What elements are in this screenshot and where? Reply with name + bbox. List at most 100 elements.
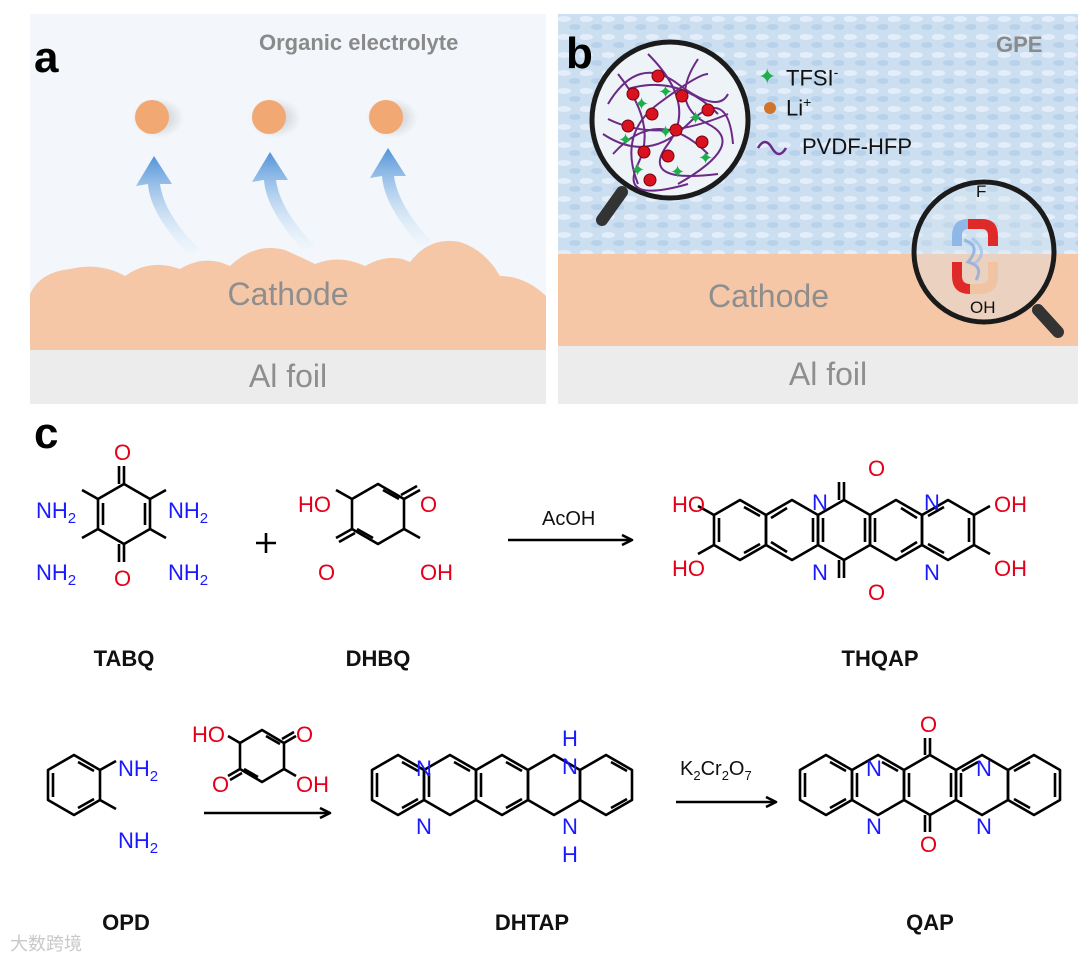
atom-nh2: NH2 bbox=[168, 498, 208, 527]
atom-n: N bbox=[416, 756, 432, 781]
al-foil-layer bbox=[558, 346, 1078, 404]
dissolution-arrow bbox=[370, 148, 432, 246]
atom-o: O bbox=[296, 722, 313, 747]
dhtap-structure bbox=[370, 753, 634, 817]
atom-ho: HO bbox=[298, 492, 331, 517]
li-ion bbox=[135, 100, 169, 134]
li-ion bbox=[626, 87, 640, 101]
tfsi-anion: ✦ bbox=[618, 130, 633, 150]
label-opd: OPD bbox=[102, 910, 150, 935]
atom-oh: OH bbox=[420, 560, 453, 585]
atom-ho: HO bbox=[192, 722, 225, 747]
tfsi-anion: ✦ bbox=[658, 122, 673, 142]
panel-b-art: ✦ ✦ ✦ ✦ ✦ ✦ ✦ ✦ ✦ bbox=[558, 14, 1078, 404]
li-ion bbox=[643, 173, 657, 187]
tfsi-legend-icon: ✦ bbox=[758, 64, 776, 89]
atom-o: O bbox=[114, 440, 131, 465]
atom-n: N bbox=[416, 814, 432, 839]
atom-o: O bbox=[920, 712, 937, 737]
dhbq-reagent-structure bbox=[227, 728, 297, 784]
atom-n: N bbox=[924, 490, 940, 515]
reagent-dichromate: K2Cr2O7 bbox=[680, 758, 752, 783]
atom-nh2: NH2 bbox=[168, 560, 208, 589]
panel-letter-c: c bbox=[34, 409, 59, 458]
atom-n: N bbox=[562, 754, 578, 779]
panel-letter-a: a bbox=[34, 33, 59, 82]
panel-b: ✦ ✦ ✦ ✦ ✦ ✦ ✦ ✦ ✦ GPE TFSI- Li+ bbox=[558, 14, 1078, 404]
tfsi-anion: ✦ bbox=[698, 148, 713, 168]
atom-n: N bbox=[812, 560, 828, 585]
atom-n: N bbox=[924, 560, 940, 585]
atom-o: O bbox=[920, 832, 937, 857]
atom-oh: OH bbox=[994, 556, 1027, 581]
li-ion bbox=[637, 145, 651, 159]
tfsi-anion: ✦ bbox=[688, 108, 703, 128]
atom-oh: OH bbox=[994, 492, 1027, 517]
li-ion bbox=[675, 89, 689, 103]
cathode-layer bbox=[30, 240, 546, 350]
thqap-structure bbox=[697, 482, 991, 578]
gpe-label: GPE bbox=[996, 32, 1043, 57]
tabq-structure bbox=[81, 466, 167, 562]
cathode-label: Cathode bbox=[708, 278, 829, 314]
reaction-scheme: O O NH2 NH2 NH2 NH2 HO O O OH O O N N N … bbox=[36, 440, 1062, 867]
li-ion bbox=[661, 149, 675, 163]
atom-n: N bbox=[976, 756, 992, 781]
li-ion bbox=[695, 135, 709, 149]
atom-nh2: NH2 bbox=[36, 498, 76, 527]
li-ion bbox=[621, 119, 635, 133]
cathode-label: Cathode bbox=[227, 276, 349, 312]
atom-o: O bbox=[318, 560, 335, 585]
tfsi-anion: ✦ bbox=[630, 160, 645, 180]
panel-letter-b: b bbox=[566, 29, 593, 78]
atom-n: N bbox=[812, 490, 828, 515]
qap-structure bbox=[798, 738, 1062, 832]
li-ion bbox=[645, 107, 659, 121]
dissolution-arrow bbox=[252, 152, 315, 250]
atom-oh: OH bbox=[296, 772, 329, 797]
foil-label: Al foil bbox=[788, 356, 868, 392]
atom-n: N bbox=[866, 814, 882, 839]
atom-h: H bbox=[562, 842, 578, 867]
li-ion bbox=[701, 103, 715, 117]
label-thqap: THQAP bbox=[841, 646, 919, 671]
tfsi-anion: ✦ bbox=[670, 162, 685, 182]
li-ion bbox=[651, 69, 665, 83]
polymer-legend-icon bbox=[756, 140, 788, 156]
panel-a-art bbox=[30, 98, 546, 404]
atom-o: O bbox=[420, 492, 437, 517]
atom-n: N bbox=[866, 756, 882, 781]
label-tabq: TABQ bbox=[93, 646, 155, 671]
label-qap: QAP bbox=[906, 910, 954, 935]
magnifier-label-f: F bbox=[976, 182, 987, 201]
atom-nh2: NH2 bbox=[36, 560, 76, 589]
label-dhbq: DHBQ bbox=[345, 646, 411, 671]
li-ion bbox=[369, 100, 403, 134]
reagent-acoh: AcOH bbox=[542, 508, 596, 530]
magnifier-label-oh: OH bbox=[970, 298, 996, 317]
legend-li: Li+ bbox=[786, 94, 812, 121]
legend-tfsi: TFSI- bbox=[786, 64, 839, 91]
watermark-text: 大数跨境 bbox=[10, 934, 82, 955]
atom-nh2: NH2 bbox=[118, 756, 158, 785]
magnifier-polymer: ✦ ✦ ✦ ✦ ✦ ✦ ✦ ✦ bbox=[589, 39, 751, 226]
atom-o: O bbox=[868, 580, 885, 605]
electrolyte-label: Organic electrolyte bbox=[259, 30, 459, 55]
foil-label: Al foil bbox=[248, 358, 328, 394]
atom-n: N bbox=[976, 814, 992, 839]
atom-n: N bbox=[562, 814, 578, 839]
dissolution-arrow bbox=[136, 156, 200, 254]
tfsi-anion: ✦ bbox=[634, 94, 649, 114]
atom-ho: HO bbox=[672, 492, 705, 517]
li-legend-icon bbox=[764, 102, 776, 114]
al-foil-layer bbox=[30, 350, 546, 404]
atom-nh2: NH2 bbox=[118, 828, 158, 857]
atom-o: O bbox=[212, 772, 229, 797]
opd-structure bbox=[46, 753, 117, 817]
atom-ho: HO bbox=[672, 556, 705, 581]
magnifier-interface bbox=[911, 179, 1064, 338]
li-ion bbox=[252, 100, 286, 134]
atom-o: O bbox=[868, 456, 885, 481]
panel-a: Organic electrolyte Cathode Al foil bbox=[30, 14, 546, 404]
li-ion bbox=[669, 123, 683, 137]
